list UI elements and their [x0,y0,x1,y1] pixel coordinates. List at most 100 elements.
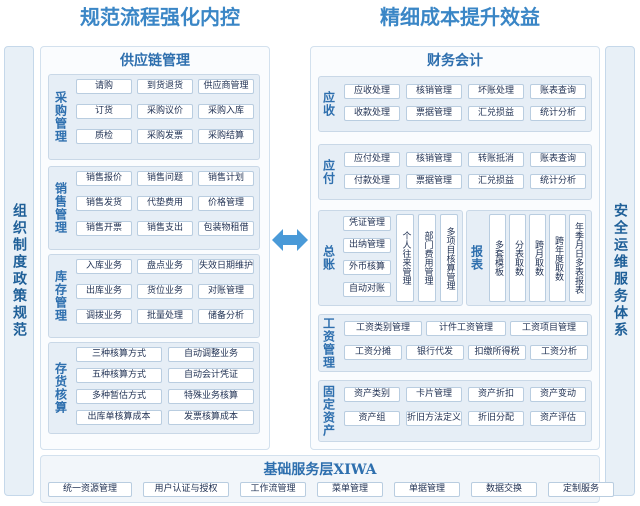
receivable-label: 应收 [321,91,336,117]
supply-item[interactable]: 销售计划 [198,171,254,186]
supply-item[interactable]: 货位业务 [137,284,193,299]
base-layer-item[interactable]: 单据管理 [394,482,460,497]
supply-item[interactable]: 销售报价 [76,171,132,186]
supply-item[interactable]: 采购发票 [137,129,193,144]
ledger-item[interactable]: 凭证管理 [343,216,391,231]
payroll-item[interactable]: 银行代发 [406,345,464,360]
base-layer-item[interactable]: 数据交换 [471,482,537,497]
payable-item[interactable]: 账表查询 [530,152,586,167]
supply-item[interactable]: 到货退货 [137,79,193,94]
payroll-item[interactable]: 计件工资管理 [426,321,506,336]
reports-label: 报表 [469,245,484,271]
payroll-item[interactable]: 工资项目管理 [510,321,588,336]
assets-item[interactable]: 资产评估 [530,411,586,426]
ledger-item[interactable]: 出纳管理 [343,238,391,253]
ledger-vertical-item[interactable]: 部门费用管理 [418,214,436,302]
inventory-accounting-item[interactable]: 三种核算方式 [76,347,162,362]
supply-item[interactable]: 对账管理 [198,284,254,299]
base-layer-item[interactable]: 统一资源管理 [48,482,132,497]
receivable-item[interactable]: 汇兑损益 [468,106,524,121]
supply-item[interactable]: 销售发货 [76,196,132,211]
receivable-item[interactable]: 核销管理 [406,84,462,99]
assets-item[interactable]: 折旧分配 [468,411,524,426]
payroll-item[interactable]: 工资分摊 [344,345,402,360]
ledger-item[interactable]: 自动对账 [343,282,391,297]
payable-item[interactable]: 票据管理 [406,174,462,189]
ledger-vertical-item[interactable]: 多项目核算管理 [440,214,458,302]
payroll-item[interactable]: 工资类别管理 [344,321,422,336]
supply-item[interactable]: 包装物租借 [198,221,254,236]
supply-item[interactable]: 销售开票 [76,221,132,236]
reports-item[interactable]: 跨年度取数 [549,214,566,302]
base-layer-item[interactable]: 定制服务 [548,482,614,497]
supply-item[interactable]: 价格管理 [198,196,254,211]
reports-item[interactable]: 分表取数 [509,214,526,302]
assets-item[interactable]: 资产类别 [344,387,400,402]
left-pillar-label: 组织制度政策规范 [11,203,27,339]
bidirectional-arrow-icon [272,229,308,251]
supply-item[interactable]: 订货 [76,104,132,119]
receivable-item[interactable]: 收款处理 [344,106,400,121]
payable-label: 应付 [321,159,336,185]
inventory-accounting-item[interactable]: 自动会计凭证 [168,368,254,383]
payable-item[interactable]: 应付处理 [344,152,400,167]
assets-item[interactable]: 资产组 [344,411,400,426]
reports-item[interactable]: 跨月取数 [529,214,546,302]
supply-item[interactable]: 代垫费用 [137,196,193,211]
inventory-accounting-item[interactable]: 多种暂估方式 [76,389,162,404]
inventory-accounting-item[interactable]: 自动调整业务 [168,347,254,362]
assets-item[interactable]: 折旧方法定义 [406,411,462,426]
supply-item[interactable]: 采购结算 [198,129,254,144]
payable-item[interactable]: 转账抵消 [468,152,524,167]
assets-item[interactable]: 卡片管理 [406,387,462,402]
receivable-item[interactable]: 统计分析 [530,106,586,121]
assets-item[interactable]: 资产折扣 [468,387,524,402]
supply-item[interactable]: 采购议价 [137,104,193,119]
inventory-accounting-item[interactable]: 五种核算方式 [76,368,162,383]
supply-item[interactable]: 入库业务 [76,259,132,274]
supply-item[interactable]: 供应商管理 [198,79,254,94]
payable-item[interactable]: 统计分析 [530,174,586,189]
supply-item[interactable]: 销售问题 [137,171,193,186]
base-layer-item[interactable]: 菜单管理 [317,482,383,497]
ledger-item[interactable]: 外币核算 [343,260,391,275]
left-pillar: 组织制度政策规范 [4,46,34,496]
ledger-vertical-item[interactable]: 个人往来管理 [396,214,414,302]
inventory-accounting-item[interactable]: 发票核算成本 [168,410,254,425]
supply-item[interactable]: 批量处理 [137,309,193,324]
supply-item[interactable]: 请购 [76,79,132,94]
supply-item[interactable]: 出库业务 [76,284,132,299]
supply-item[interactable]: 销售支出 [137,221,193,236]
receivable-item[interactable]: 票据管理 [406,106,462,121]
supply-item[interactable]: 采购入库 [198,104,254,119]
payable-item[interactable]: 汇兑损益 [468,174,524,189]
right-heading: 精细成本提升效益 [380,5,540,29]
payroll-item[interactable]: 扣缴所得税 [468,345,526,360]
right-pillar: 安全运维服务体系 [605,46,635,496]
assets-label: 固定资产 [321,385,336,437]
payable-item[interactable]: 核销管理 [406,152,462,167]
receivable-item[interactable]: 账表查询 [530,84,586,99]
base-layer-item[interactable]: 工作流管理 [240,482,306,497]
inventory-accounting-item[interactable]: 出库单核算成本 [76,410,162,425]
receivable-item[interactable]: 应收处理 [344,84,400,99]
assets-item[interactable]: 资产变动 [530,387,586,402]
payroll-item[interactable]: 工资分析 [530,345,588,360]
supply-item[interactable]: 盘点业务 [137,259,193,274]
payable-item[interactable]: 付款处理 [344,174,400,189]
payroll-label: 工资管理 [321,317,336,369]
reports-item[interactable]: 多套模板 [489,214,506,302]
supply-group-label: 存货核算 [53,362,68,414]
right-pillar-label: 安全运维服务体系 [612,203,628,339]
inventory-accounting-item[interactable]: 特殊业务核算 [168,389,254,404]
receivable-item[interactable]: 坏账处理 [468,84,524,99]
supply-chain-title: 供应链管理 [120,53,190,69]
supply-item[interactable]: 调拨业务 [76,309,132,324]
base-layer-item[interactable]: 用户认证与授权 [143,482,229,497]
supply-group-label: 采购管理 [53,91,68,143]
left-heading: 规范流程强化内控 [80,5,240,29]
supply-item[interactable]: 质检 [76,129,132,144]
supply-item[interactable]: 储备分析 [198,309,254,324]
supply-item[interactable]: 失效日期维护 [198,259,254,274]
reports-item[interactable]: 年季月日多表报表 [569,214,586,302]
